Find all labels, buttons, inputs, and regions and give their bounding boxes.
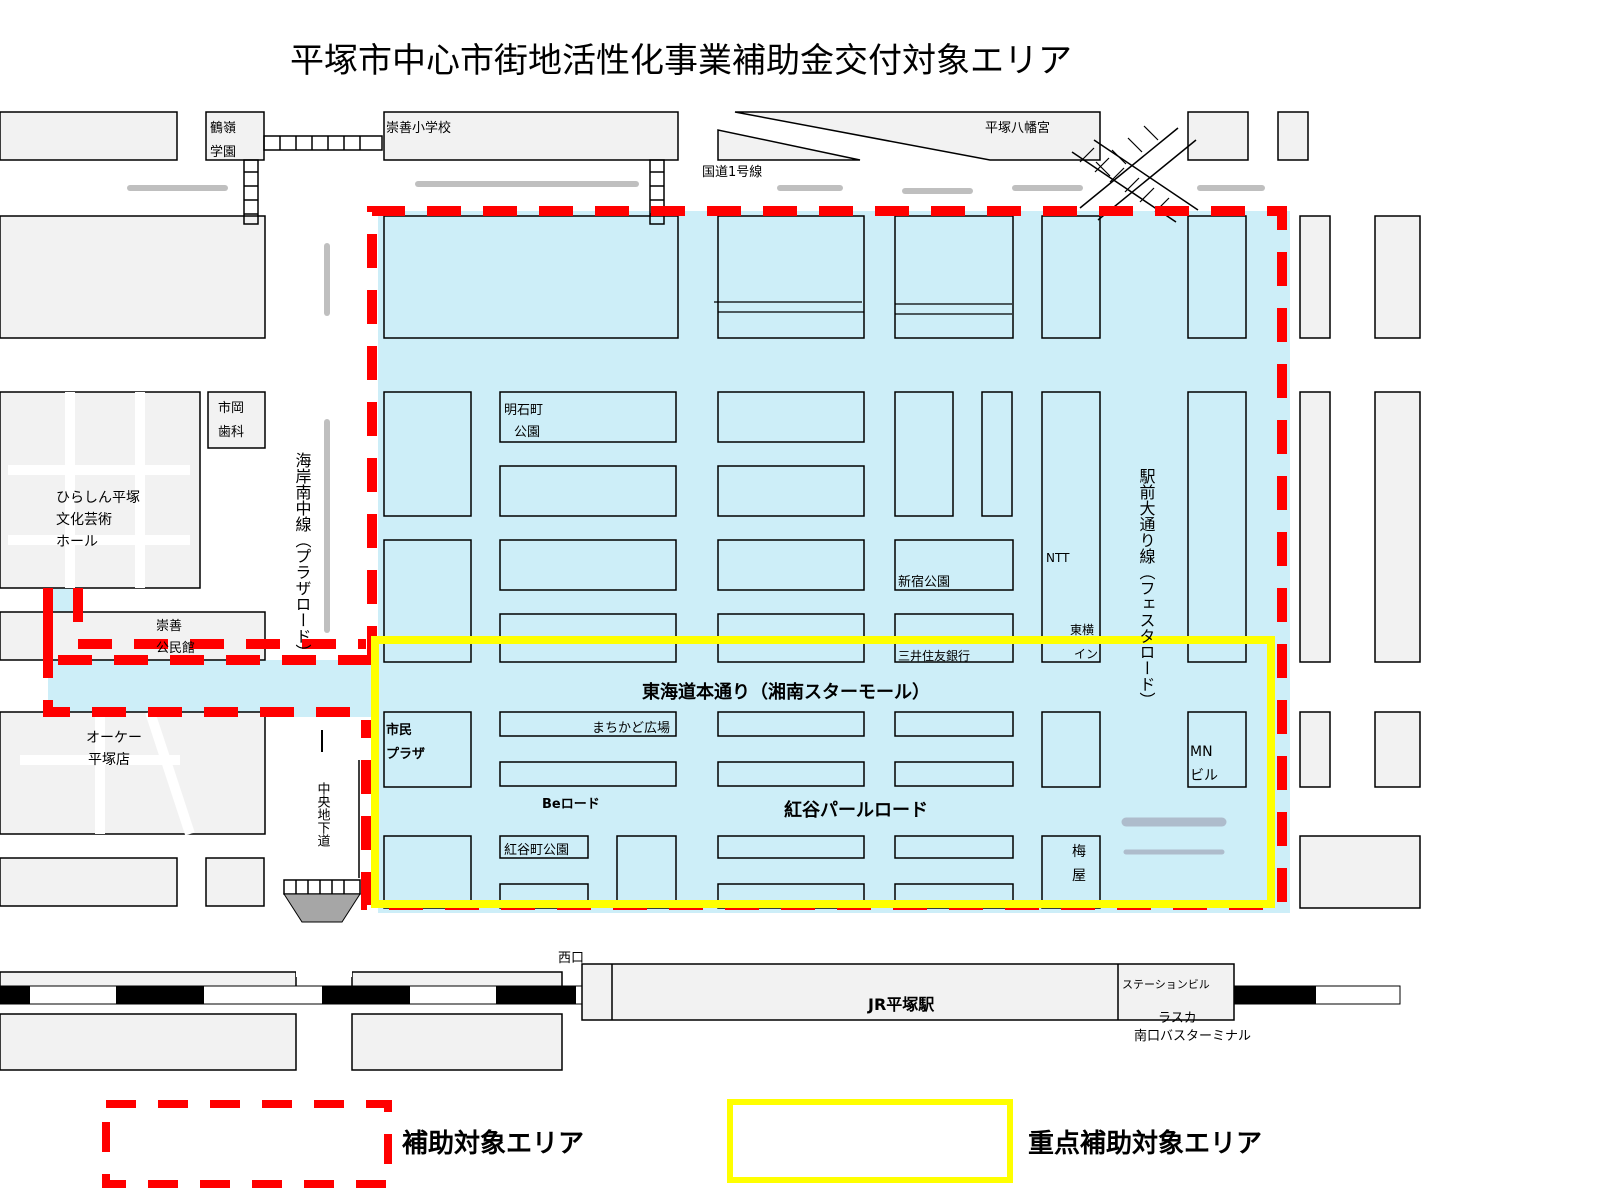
label-mn-2: ビル: [1190, 768, 1218, 784]
city-blocks: [0, 111, 1421, 1071]
label-mn-1: MN: [1190, 744, 1213, 760]
label-smbc: 三井住友銀行: [898, 649, 970, 663]
map-title: 平塚市中心市街地活性化事業補助金交付対象エリア: [290, 41, 1072, 81]
block-inner-lines: [714, 301, 1012, 315]
label-suzen-school: 崇善小学校: [386, 120, 451, 136]
legend-subsidy-swatch: [102, 1100, 392, 1188]
label-kominkan-2: 公民館: [156, 641, 195, 656]
label-ichioka-1: 市岡: [218, 400, 244, 416]
underpass-entrance: [283, 893, 361, 923]
label-ichioka-2: 歯科: [218, 425, 244, 440]
label-lasca: ラスカ: [1158, 1011, 1197, 1026]
subsidy-area-border: [43, 206, 1287, 910]
road-markings: [127, 181, 1265, 633]
label-kaigan-road: 海岸南中線（プラザロード）: [293, 452, 312, 660]
label-okay-1: オーケー: [86, 730, 142, 746]
station-building: [581, 963, 1235, 1021]
label-umeya-2: 屋: [1072, 868, 1086, 884]
label-kominkan-1: 崇善: [156, 618, 182, 634]
left-white-grid: [8, 392, 352, 977]
label-hall-1: ひらしん平塚: [56, 490, 140, 506]
legend-subsidy-label: 補助対象エリア: [401, 1128, 584, 1159]
label-bus-terminal: 南口バスターミナル: [1134, 1028, 1251, 1044]
gray-bars: [1121, 817, 1227, 855]
label-ekimae-road: 駅前大通り線（フェスタロード）: [1137, 468, 1156, 708]
label-ntt: NTT: [1046, 551, 1070, 565]
area-blocks: [383, 215, 1247, 909]
label-hall-3: ホール: [56, 534, 98, 550]
label-akashi-park-2: 公園: [514, 425, 540, 440]
label-hall-2: 文化芸術: [56, 512, 112, 528]
label-akashi-park-1: 明石町: [504, 403, 543, 418]
label-toyoko-1: 東横: [1070, 623, 1094, 637]
label-beniya-park: 紅谷町公園: [504, 843, 569, 858]
legend-priority-label: 重点補助対象エリア: [1028, 1128, 1262, 1159]
map-labels: 鶴嶺 学園 崇善小学校 平塚八幡宮 国道1号線 市岡 歯科 ひらしん平塚 文化芸…: [56, 120, 1251, 1044]
label-route1: 国道1号線: [702, 164, 762, 180]
label-hachimangu: 平塚八幡宮: [985, 120, 1050, 136]
label-kakurei-2: 学園: [210, 144, 236, 160]
label-shimin-1: 市民: [386, 722, 412, 738]
label-okay-2: 平塚店: [88, 752, 130, 768]
label-shimin-2: プラザ: [386, 747, 425, 762]
crossing-hatch: [1079, 125, 1170, 213]
label-be-road: Beロード: [542, 797, 600, 812]
legend: 補助対象エリア 重点補助対象エリア: [102, 1099, 1262, 1188]
label-chuo-underpass: 中央地下道: [315, 782, 331, 847]
legend-priority-swatch: [727, 1099, 1013, 1183]
label-toyoko-2: イン: [1074, 647, 1098, 661]
label-station: JR平塚駅: [867, 995, 935, 1014]
priority-area-border: [371, 636, 1275, 908]
label-machikado: まちかど広場: [592, 721, 670, 736]
label-shinjuku-park: 新宿公園: [898, 574, 950, 590]
label-tokaido: 東海道本通り（湘南スターモール）: [642, 681, 930, 703]
label-nishiguchi: 西口: [558, 951, 584, 966]
label-station-bldg: ステーションビル: [1122, 978, 1210, 991]
label-pearl-road: 紅谷パールロード: [784, 799, 928, 821]
label-kakurei-1: 鶴嶺: [210, 120, 236, 136]
label-umeya-1: 梅: [1072, 844, 1086, 860]
